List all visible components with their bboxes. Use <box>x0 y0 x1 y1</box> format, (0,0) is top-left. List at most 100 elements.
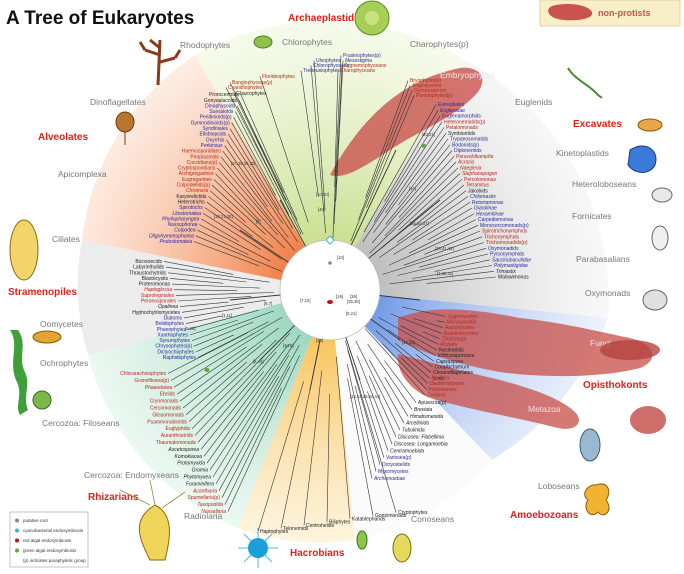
leaf-label-stram: Thraustochytrids <box>129 270 166 276</box>
leaf-label-alv: Litostomatea <box>172 211 201 217</box>
leaf-label-amoe: Apusozoa(p) <box>418 400 447 406</box>
supergroup-excavates: Excavates <box>573 119 622 130</box>
leaf-label-amoe: Myxomycetes <box>378 469 409 475</box>
bootstrap-label: [25,34,37] <box>410 221 429 226</box>
leaf-label-alv: Peridinioids(p) <box>200 115 232 121</box>
leaf-label-alv: Phyllopharyngea <box>162 216 199 222</box>
leaf-label-amoe: Archamoebae <box>373 476 405 482</box>
bootstrap-label: [27,28,29,30] <box>231 161 255 166</box>
non-protists-label: non-protists <box>598 8 651 18</box>
loboseans-illustration <box>580 429 600 461</box>
legend-label: cyanobacterial endosymbiosis <box>23 528 84 533</box>
group-rhodophytes: Rhodophytes <box>180 40 230 50</box>
bootstrap-label: [8] <box>256 219 261 224</box>
figure-title: A Tree of Eukaryotes <box>6 8 194 29</box>
leaf-label-exc: Malawimonas <box>498 275 529 281</box>
leaf-label-alv: Nassophorea <box>168 222 198 228</box>
supergroup-opisthokonts: Opisthokonts <box>583 380 648 391</box>
legend-label: green algal endosymbiosis <box>23 548 77 553</box>
bootstrap-label: [15,24,28,34,44] <box>350 394 380 399</box>
leaf-label-alv: Archigregarines <box>179 171 215 177</box>
leaf-label-rhiz: Nassellaria <box>201 509 226 515</box>
leaf-label-stram: Chrysophytes(p) <box>155 344 192 350</box>
group-kinetoplastids: Kinetoplastids <box>556 148 609 158</box>
leaf-label-rhiz: Cryomonads <box>150 399 179 405</box>
group-ciliates: Ciliates <box>52 234 80 244</box>
chlorophyte-illustration <box>254 36 272 48</box>
legend-label: red algal endosymbiosis <box>23 538 72 543</box>
leaf-label-rhiz: Taxopodida <box>197 502 223 508</box>
group-parabasalians: Parabasalians <box>576 254 630 264</box>
leaf-label-stram: Diatoms <box>164 315 183 321</box>
oxymonad-illustration <box>643 290 667 310</box>
leaf-label-alv: Colpodellids(p) <box>177 183 211 189</box>
leaf-label-hacro: Haptophytes <box>260 529 289 535</box>
leaf-label-amoe: Breviata <box>414 407 433 413</box>
bootstrap-label: [6,7] <box>264 301 272 306</box>
supergroup-hacrobians: Hacrobians <box>290 548 345 559</box>
radiolarian-illustration <box>238 528 278 568</box>
leaf-label-alv: Piroplasmids <box>190 154 219 160</box>
fornicate-illustration <box>652 226 668 250</box>
group-heteroloboseans: Heteroloboseans <box>572 179 636 189</box>
leaf-label-hacro: Katablepharids <box>352 516 386 522</box>
leaf-label-stram: Opalinea <box>158 304 178 310</box>
legend-label: (p) indicates paraphyletic group <box>23 558 86 563</box>
leaf-label-stram: Phaeophytes <box>157 327 187 333</box>
supergroup-amoebozoans: Amoebozoans <box>510 510 579 521</box>
leaf-label-alv: Heterotrichs <box>178 199 205 205</box>
leaf-label-amoe: Himatismenida <box>410 414 443 420</box>
leaf-label-alv: Dinophysoids <box>205 103 236 109</box>
supergroup-stramenopiles: Stramenopiles <box>8 287 77 298</box>
group-chlorophytes: Chlorophytes <box>282 37 332 47</box>
leaf-label-amoe: Centramoebida <box>390 448 424 454</box>
leaf-label-amoe: Dictyostelids <box>382 462 411 468</box>
metazoa-illustration <box>630 406 666 434</box>
bootstrap-label: [1,11] <box>222 313 232 318</box>
group-apicomplexa: Apicomplexa <box>58 169 107 179</box>
leaf-label-alv: Protostomatea <box>159 239 192 245</box>
group-ochrophytes: Ochrophytes <box>40 358 88 368</box>
legend-swatch <box>15 529 19 533</box>
leaf-label-rhiz: Psammonobiotids <box>147 419 187 425</box>
leaf-label-stram: Synurophytes <box>159 338 190 344</box>
leaf-label-rhiz: Protomyxida <box>177 461 205 467</box>
amoebozoan-illustration <box>585 484 609 515</box>
root-circle <box>280 240 380 340</box>
group-oomycetes: Oomycetes <box>40 319 83 329</box>
bootstrap-label: [5,26] <box>185 326 195 331</box>
leaf-label-arch: Trebouxiophytes <box>303 68 340 74</box>
leaf-label-alv: Haemosporidians <box>182 149 221 155</box>
heterolobosean-illustration <box>652 188 672 202</box>
leaf-label-alv: Eugregarines <box>182 177 212 183</box>
group-oxymonads: Oxymonads <box>585 288 630 298</box>
leaf-label-rhiz: Auranthostrids <box>161 433 194 439</box>
hacrobian-illustration-2 <box>357 531 367 549</box>
bootstrap-label: [3,28] <box>283 343 293 348</box>
bootstrap-label: [6,44] <box>253 359 263 364</box>
supergroup-alveolates: Alveolates <box>38 132 88 143</box>
leaf-label-alv: Syndiniales <box>202 126 228 132</box>
bootstrap-label: [40] <box>318 207 325 212</box>
leaf-label-alv: Chromera <box>186 188 208 194</box>
group-cercozoa-endomyxeans: Cercozoa: Endomyxeans <box>84 470 179 480</box>
group-dinoflagellates: Dinoflagellates <box>90 97 146 107</box>
leaf-label-alv: Oligohymenophorea <box>149 233 194 239</box>
leaf-label-amoe: Variosea(p) <box>386 455 412 461</box>
leaf-label-stram: Saprolegniales <box>141 293 175 299</box>
charophyte-illustration <box>355 1 389 35</box>
leaf-label-rhiz: Ebriids <box>160 392 176 398</box>
leaf-label-alv: Gymnodinioids(p) <box>191 120 231 126</box>
leaf-label-amoe: Discosea: Flabellinia <box>398 435 444 441</box>
fungi-illustration <box>600 340 660 360</box>
leaf-label-rhiz: Ascetosporea <box>167 447 199 453</box>
putative-root-marker <box>328 261 332 265</box>
legend-swatch <box>15 519 19 523</box>
ochrophyte-illustration <box>10 330 28 415</box>
bootstrap-label: [20,21] <box>422 132 435 137</box>
leaf-label-embryo: Pteridophytes(p) <box>416 93 453 99</box>
bootstrap-label: [10,20] <box>316 192 329 197</box>
bootstrap-label: [10] <box>337 255 344 260</box>
leaf-label-amoe: Arcellinida <box>405 421 429 427</box>
